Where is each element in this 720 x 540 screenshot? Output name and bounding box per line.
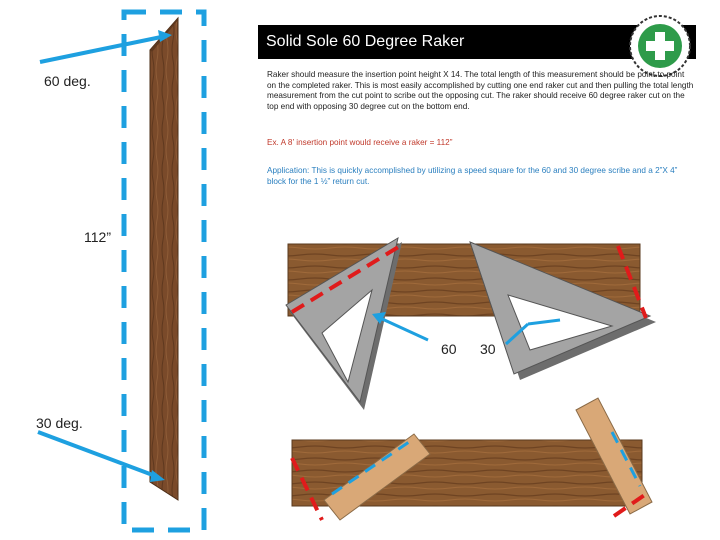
bottom-angle-arrow bbox=[37, 430, 165, 482]
block-left bbox=[323, 433, 431, 521]
application-text: Application: This is quickly accomplishe… bbox=[267, 166, 678, 186]
lower-cut-left bbox=[290, 457, 324, 521]
instruction-paragraph: Raker should measure the insertion point… bbox=[267, 70, 694, 111]
length-label: 112” bbox=[84, 229, 111, 245]
square-60-label: 60 bbox=[441, 341, 457, 357]
lower-cut-right-blue bbox=[610, 431, 642, 487]
arrow-60 bbox=[372, 312, 429, 342]
raker-outline-box bbox=[121, 9, 207, 533]
speed-square-30 bbox=[469, 241, 656, 380]
example-text: Ex. A 8’ insertion point would receive a… bbox=[267, 138, 453, 147]
first-aid-cross-badge-icon bbox=[629, 15, 691, 77]
lower-cut-left-blue bbox=[331, 438, 413, 496]
scribe-line-30 bbox=[616, 245, 648, 319]
top-angle-arrow bbox=[39, 30, 172, 64]
block-right bbox=[575, 397, 653, 515]
bottom-angle-label: 30 deg. bbox=[36, 415, 83, 431]
top-angle-label: 60 deg. bbox=[44, 73, 91, 89]
lower-cut-right bbox=[612, 492, 648, 518]
square-30-label: 30 bbox=[480, 341, 496, 357]
raker-board bbox=[149, 16, 179, 501]
speed-square-60 bbox=[285, 236, 402, 410]
page-title: Solid Sole 60 Degree Raker bbox=[258, 25, 696, 59]
arrow-30 bbox=[504, 318, 561, 346]
